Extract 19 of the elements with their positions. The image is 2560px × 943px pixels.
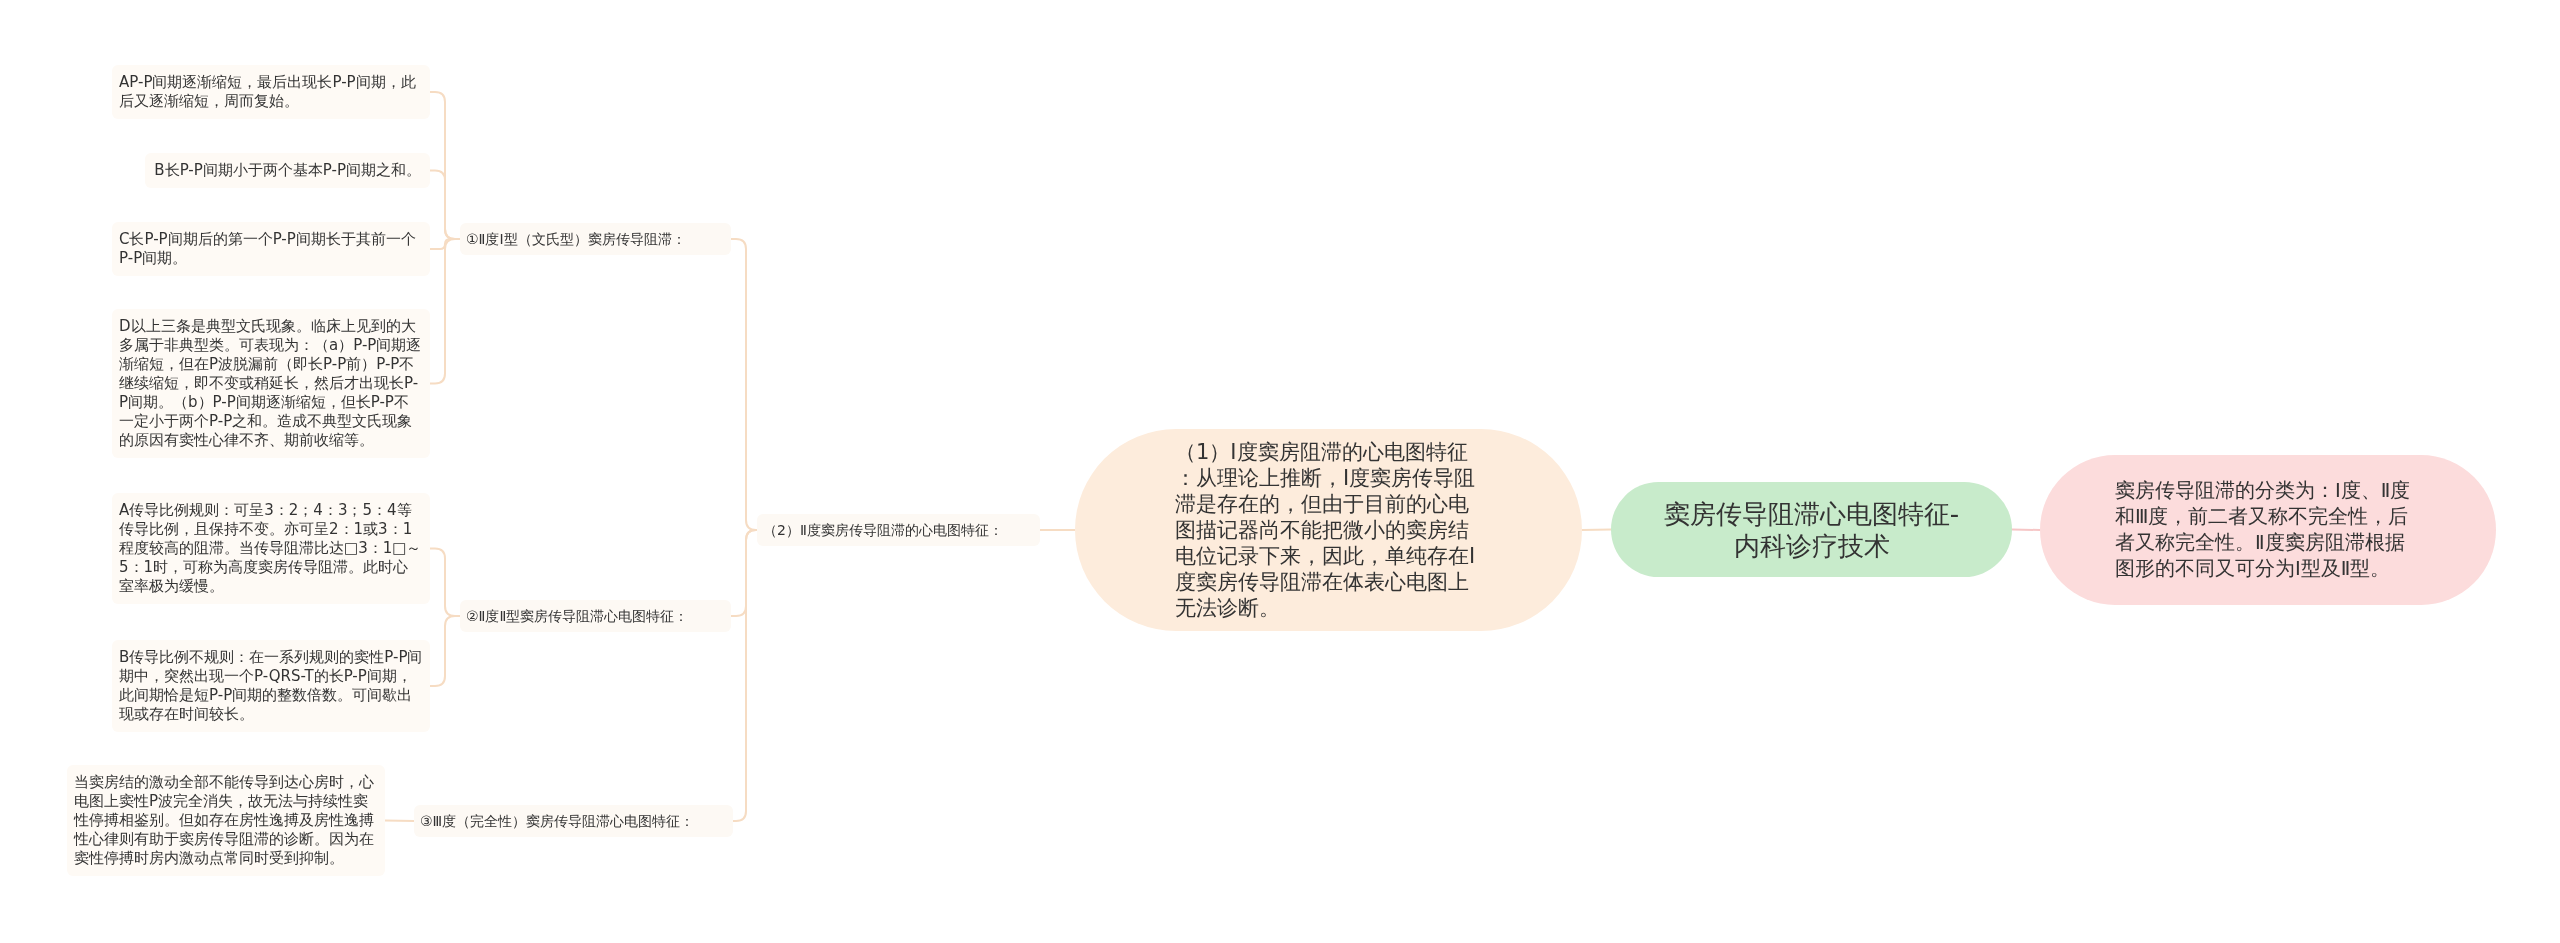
note-box: A传导比例规则：可呈3：2；4：3；5：4等传导比例，且保持不变。亦可呈2：1或3：1程度较高的阻滞。当传导阻滞比达□3：1□～5：1时，可称为高度窦房传导阻滞。此时心室率极为缓慢。 (112, 493, 430, 604)
connector-line (1581, 528, 1612, 531)
note-box: C长P-P间期后的第一个P-P间期长于其前一个P-P间期。 (112, 222, 430, 276)
note-box: B长P-P间期小于两个基本P-P间期之和。 (145, 153, 430, 188)
subtopic-box: ②Ⅱ度Ⅱ型窦房传导阻滞心电图特征： (460, 600, 731, 632)
central-topic-pill: 窦房传导阻滞心电图特征-内科诊疗技术 (1611, 482, 2012, 577)
note-box: D以上三条是典型文氏现象。临床上见到的大多属于非典型类。可表现为：（a）P-P间期逐渐缩短，但在P波脱漏前（即长P-P前）P-P不继续缩短，即不变或稍延长，然后才出现长P-P间期。（b）P-P间期逐渐缩短，但长P-P不一定小于两个P-P之和。造成不典型文氏现象的原因有窦性心律不齐、期前收缩等。 (112, 309, 430, 458)
note-box: 当窦房结的激动全部不能传导到达心房时，心电图上窦性P波完全消失，故无法与持续性窦性停搏相鉴别。但如存在房性逸搏及房性逸搏性心律则有助于窦房传导阻滞的诊断。因为在窦性停搏时房内激动点常同时受到抑制。 (67, 765, 385, 876)
topic-pill: （1）Ⅰ度窦房阻滞的心电图特征：从理论上推断，Ⅰ度窦房传导阻滞是存在的，但由于目前的心电图描记器尚不能把微小的窦房结电位记录下来，因此，单纯存在Ⅰ度窦房传导阻滞在体表心电图上无法诊断。 (1075, 429, 1582, 631)
connector-line (1039, 529, 1076, 531)
connector-line (732, 529, 758, 822)
connector-line (384, 819, 415, 822)
connector-line (2011, 528, 2041, 531)
subtopic-box: ①Ⅱ度Ⅰ型（文氏型）窦房传导阻滞： (460, 223, 731, 255)
subtopic-box: ③Ⅲ度（完全性）窦房传导阻滞心电图特征： (414, 805, 733, 837)
note-box: AP-P间期逐渐缩短，最后出现长P-P间期，此后又逐渐缩短，周而复始。 (112, 65, 430, 119)
note-box: B传导比例不规则：在一系列规则的窦性P-P间期中，突然出现一个P-QRS-T的长P-P间期，此间期恰是短P-P间期的整数倍数。可间歇出现或存在时间较长。 (112, 640, 430, 732)
subtopic-box: （2）Ⅱ度窦房传导阻滞的心电图特征： (757, 514, 1040, 546)
topic-pill: 窦房传导阻滞的分类为：Ⅰ度、Ⅱ度和Ⅲ度，前二者又称不完全性，后者又称完全性。Ⅱ度窦房阻滞根据图形的不同又可分为Ⅰ型及Ⅱ型。 (2040, 455, 2496, 605)
